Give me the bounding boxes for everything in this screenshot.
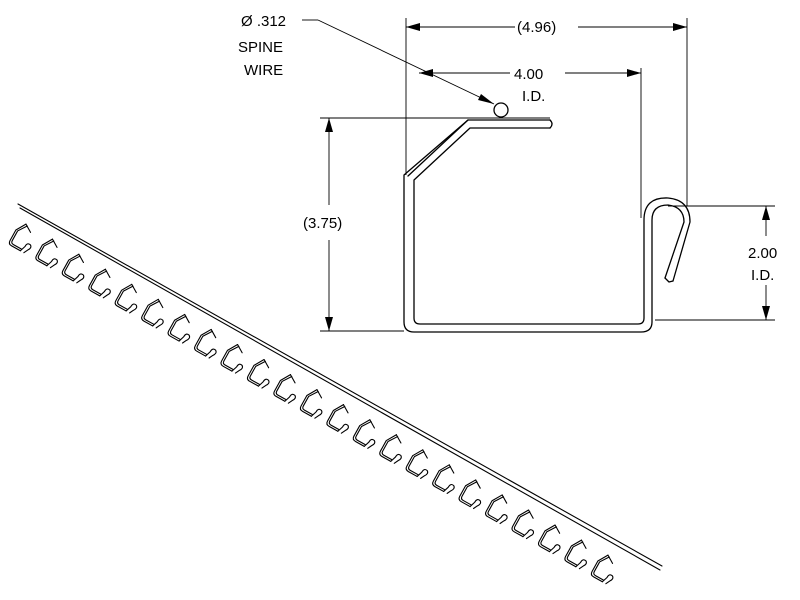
iso-clip <box>351 416 384 451</box>
iso-clip <box>7 220 41 255</box>
wire-inner-contour <box>413 127 691 325</box>
iso-clip <box>430 461 464 496</box>
inner-width-text: 4.00 <box>514 66 543 83</box>
spine-wire-circle <box>493 102 509 118</box>
inner-width-unit: I.D. <box>522 88 545 105</box>
iso-clip <box>86 265 120 301</box>
overall-width-text: (4.96) <box>517 19 556 36</box>
iso-clip <box>483 491 517 526</box>
wire-profile <box>403 102 691 333</box>
iso-clip <box>563 536 596 571</box>
isometric-clip-chain <box>7 203 663 586</box>
iso-clip <box>510 506 543 541</box>
iso-clip <box>166 310 199 346</box>
wire-outer-contour <box>403 119 685 333</box>
spine-label-line2: WIRE <box>244 62 283 79</box>
iso-clip <box>245 356 279 391</box>
iso-clip <box>536 521 570 556</box>
iso-clip <box>377 431 411 466</box>
iso-clip <box>404 446 437 481</box>
iso-clip <box>34 235 67 270</box>
iso-clip <box>325 401 358 436</box>
spine-diameter-text: Ø .312 <box>241 13 286 30</box>
hook-id-text: 2.00 <box>748 245 777 262</box>
iso-clip <box>139 295 173 331</box>
iso-clip <box>298 386 332 421</box>
iso-clip <box>113 280 146 316</box>
overall-height-text: (3.75) <box>303 215 342 232</box>
spine-label-line1: SPINE <box>238 39 283 56</box>
iso-clip <box>219 341 252 376</box>
iso-clip <box>60 250 93 286</box>
iso-clip <box>457 476 490 511</box>
iso-clip <box>589 551 623 586</box>
dimension-text: Ø .312 SPINE WIRE (4.96) 4.00 I.D. (3.75… <box>238 13 777 284</box>
iso-clip <box>272 371 305 406</box>
dimension-lines <box>302 18 775 332</box>
iso-clip <box>192 325 226 361</box>
iso-spine-wire <box>17 203 663 567</box>
hook-id-unit: I.D. <box>751 267 774 284</box>
